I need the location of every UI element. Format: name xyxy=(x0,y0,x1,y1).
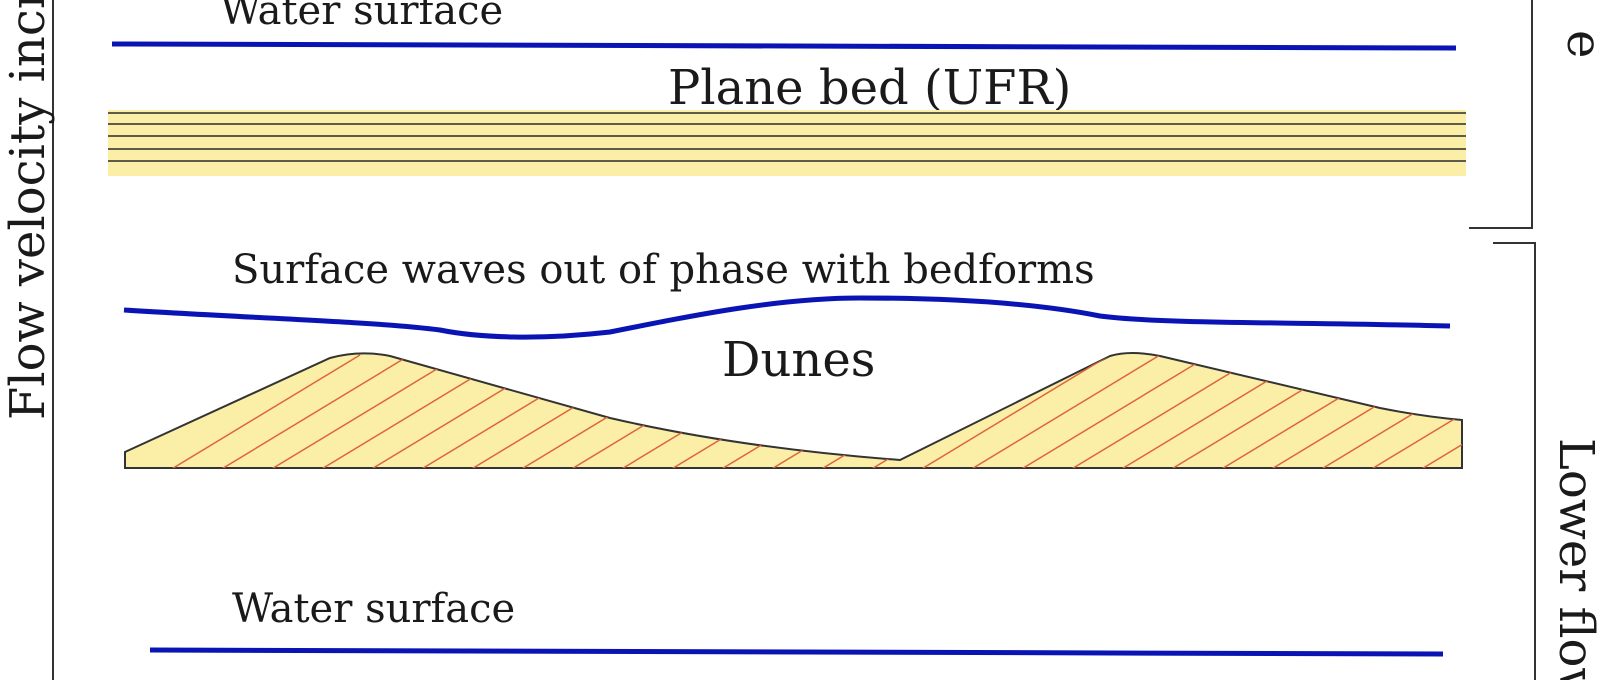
plane-bed-panel: Water surface Plane bed (UFR) xyxy=(108,0,1466,176)
surface-waves-label: Surface waves out of phase with bedforms xyxy=(232,247,1095,293)
water-surface-label: Water surface xyxy=(232,586,515,632)
water-surface-line xyxy=(149,647,1444,657)
wavy-water-surface xyxy=(123,295,1451,340)
left-axis-label: Flow velocity increa xyxy=(0,0,56,420)
dunes-label: Dunes xyxy=(722,332,875,388)
plane-bed-label: Plane bed (UFR) xyxy=(668,60,1071,116)
left-axis: Flow velocity increa xyxy=(0,0,56,680)
lower-regime-bracket xyxy=(1493,242,1536,680)
upper-regime-label: e xyxy=(1556,30,1600,58)
right-bracket-upper: e xyxy=(1469,0,1600,229)
upper-regime-bracket xyxy=(1469,0,1533,229)
water-surface-label: Water surface xyxy=(220,0,503,34)
plane-bed-sediment xyxy=(108,110,1466,176)
right-bracket-lower: Lower flow xyxy=(1493,242,1600,680)
lower-regime-label: Lower flow xyxy=(1548,438,1600,680)
plane-bed-laminae xyxy=(108,112,1466,162)
dunes-panel: Surface waves out of phase with bedforms… xyxy=(123,247,1463,469)
lower-panel: Water surface xyxy=(149,586,1444,657)
water-surface-line xyxy=(111,41,1457,51)
dune-sediment xyxy=(124,352,1463,469)
